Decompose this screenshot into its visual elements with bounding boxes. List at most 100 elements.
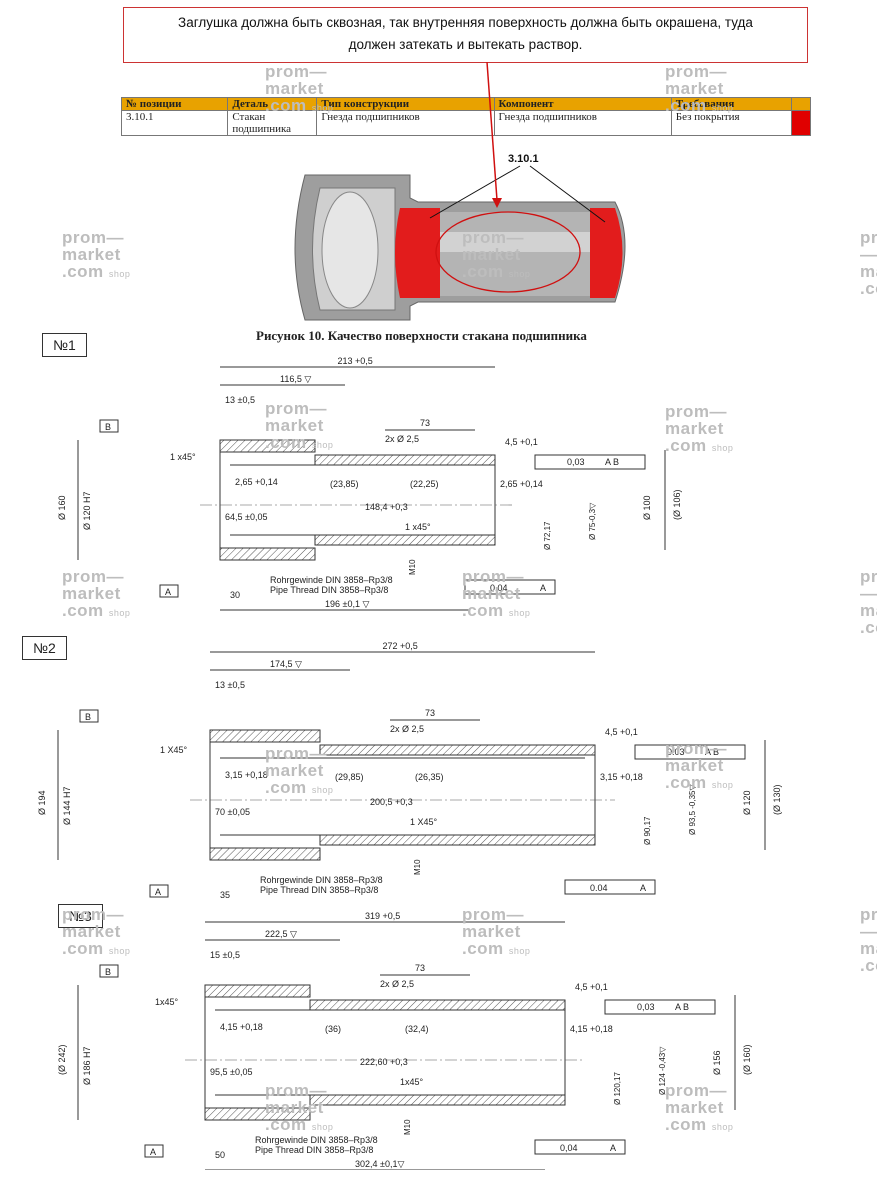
cell-requirements: Без покрытия: [670, 110, 793, 136]
watermark: prom—market.com shop: [62, 567, 131, 620]
watermark: prom—market.com shop: [265, 62, 334, 115]
watermark: prom—market.com shop: [265, 399, 334, 452]
dia-outer-tol: Ø 75-0,3▽: [588, 502, 597, 540]
dim-chamfer: 1 x45°: [170, 452, 196, 462]
watermark: prom—market.com shop: [665, 402, 734, 455]
tolerance-parallel-value: 0.04: [590, 883, 608, 893]
watermark: prom—market.com: [860, 905, 877, 975]
watermark: prom—market.com shop: [462, 905, 531, 958]
red-status-cell: [791, 110, 811, 136]
annotation-callout: Заглушка должна быть сквозная, так внутр…: [123, 7, 808, 63]
dim-73: 73: [425, 708, 435, 718]
dim-overall: 213 +0,5: [338, 356, 373, 366]
figure-label: 3.10.1: [508, 153, 539, 165]
cell-component: Гнезда подшипников: [493, 110, 672, 136]
dia-left-bore: Ø 120 H7: [82, 491, 92, 530]
thread-m10: M10: [403, 1119, 412, 1135]
watermark: prom—market.com: [860, 228, 877, 298]
dim-chamfer: 1 X45°: [160, 745, 188, 755]
dim-ref-left: (29,85): [335, 772, 364, 782]
dia-outer: Ø 100: [642, 495, 652, 520]
dim-gap: 4,5 +0,1: [605, 727, 638, 737]
dia-left-outer: (Ø 242): [57, 1044, 67, 1075]
dia-seat: Ø 90,17: [643, 816, 652, 845]
dim-groove: 15 ±0,5: [210, 950, 240, 960]
drawing-label-2: №2: [22, 636, 67, 660]
dim-gap: 4,5 +0,1: [575, 982, 608, 992]
dim-total: 196 ±0,1 ▽: [325, 599, 369, 609]
callout-line-1: Заглушка должна быть сквозная, так внутр…: [178, 15, 753, 30]
header-color-cell: [791, 97, 811, 111]
tolerance-parallel-ref: A: [540, 583, 546, 593]
datum-b: B: [85, 712, 91, 722]
dim-inner-length: 200,5 +0,3: [370, 797, 413, 807]
thread-note-de: Rohrgewinde DIN 3858–Rp3/8: [260, 875, 383, 885]
sleeve-wall-bottom: [314, 534, 496, 546]
marked-region-ellipse: [435, 211, 581, 293]
dim-shoulder: 64,5 ±0,05: [225, 512, 267, 522]
dim-ref-left: (23,85): [330, 479, 359, 489]
dia-outer-ref: (Ø 130): [772, 784, 782, 815]
dim-overall: 319 +0,5: [365, 911, 400, 921]
header-construction: Тип конструкции: [316, 97, 495, 111]
cup-inner-opening: [321, 191, 379, 309]
datum-a-box: [159, 584, 179, 598]
dia-outer-tol: Ø 124 -0,43▽: [658, 1046, 667, 1095]
watermark: prom—market.com shop: [665, 62, 734, 115]
tolerance-runout-ref: A B: [605, 457, 619, 467]
watermark: prom—market.com: [860, 567, 877, 637]
sleeve-wall-top: [319, 744, 596, 756]
tolerance-parallel-ref: A: [640, 883, 646, 893]
tolerance-runout-value: 0,03: [567, 457, 585, 467]
datum-a-box: [144, 1144, 164, 1158]
dim-chamfer: 1x45°: [155, 997, 179, 1007]
dim-inner-length: 148,4 +0,3: [365, 502, 408, 512]
dim-seat-left: 2,65 +0,14: [235, 477, 278, 487]
cell-position: 3.10.1: [120, 110, 229, 136]
header-component: Компонент: [493, 97, 672, 111]
datum-b-box: [99, 964, 119, 978]
bearing-seat-left: [395, 208, 440, 298]
datum-a-box: [149, 884, 169, 898]
dim-chamfer-2: 1 X45°: [410, 817, 438, 827]
dia-left-bore: Ø 144 H7: [62, 786, 72, 825]
watermark: prom—market.com shop: [665, 1081, 734, 1134]
dim-seat-left: 4,15 +0,18: [220, 1022, 263, 1032]
cup-bore-highlight: [440, 232, 590, 252]
dim-total: 255 ±0,1 ▽: [375, 899, 419, 900]
bearing-seat-right: [590, 208, 623, 298]
tolerance-frame-runout: [604, 999, 716, 1015]
watermark: prom—market.com shop: [665, 739, 734, 792]
dim-gap: 4,5 +0,1: [505, 437, 538, 447]
tolerance-frame-parallel: [564, 879, 656, 895]
datum-b-box: [99, 419, 119, 433]
dim-base: 50: [215, 1150, 225, 1160]
datum-b: B: [105, 422, 111, 432]
drawing-label-3: №3: [58, 904, 103, 928]
dim-shoulder: 95,5 ±0,05: [210, 1067, 252, 1077]
dim-base: 35: [220, 890, 230, 900]
bearing-cup-3d-figure: 3.10.1: [294, 153, 626, 321]
tolerance-frame-parallel: [464, 579, 556, 595]
flange-wall-bottom: [219, 547, 316, 561]
dim-seat-right: 3,15 +0,18: [600, 772, 643, 782]
watermark: prom—market.com shop: [62, 228, 131, 281]
dim-mid-length: 174,5 ▽: [270, 659, 302, 669]
tolerance-runout-ref: A B: [705, 747, 719, 757]
thread-note-en: Pipe Thread DIN 3858–Rp3/8: [270, 585, 388, 595]
tolerance-frame-runout: [634, 744, 746, 760]
tolerance-frame-runout: [534, 454, 646, 470]
tolerance-parallel-value: 0,04: [490, 583, 508, 593]
dim-groove: 13 ±0,5: [215, 680, 245, 690]
tolerance-frame-parallel: [534, 1139, 626, 1155]
dia-left-outer: Ø 194: [37, 790, 47, 815]
spec-table-header: № позиции Деталь Тип конструкции Компоне…: [120, 97, 811, 111]
header-requirements: Требования: [670, 97, 793, 111]
figure-caption: Рисунок 10. Качество поверхности стакана…: [256, 328, 587, 343]
thread-m10: M10: [413, 859, 422, 875]
dim-ref-right: (26,35): [415, 772, 444, 782]
dim-ref-right: (22,25): [410, 479, 439, 489]
dia-seat: Ø 120,17: [613, 1072, 622, 1105]
dim-seat-left: 3,15 +0,18: [225, 770, 268, 780]
